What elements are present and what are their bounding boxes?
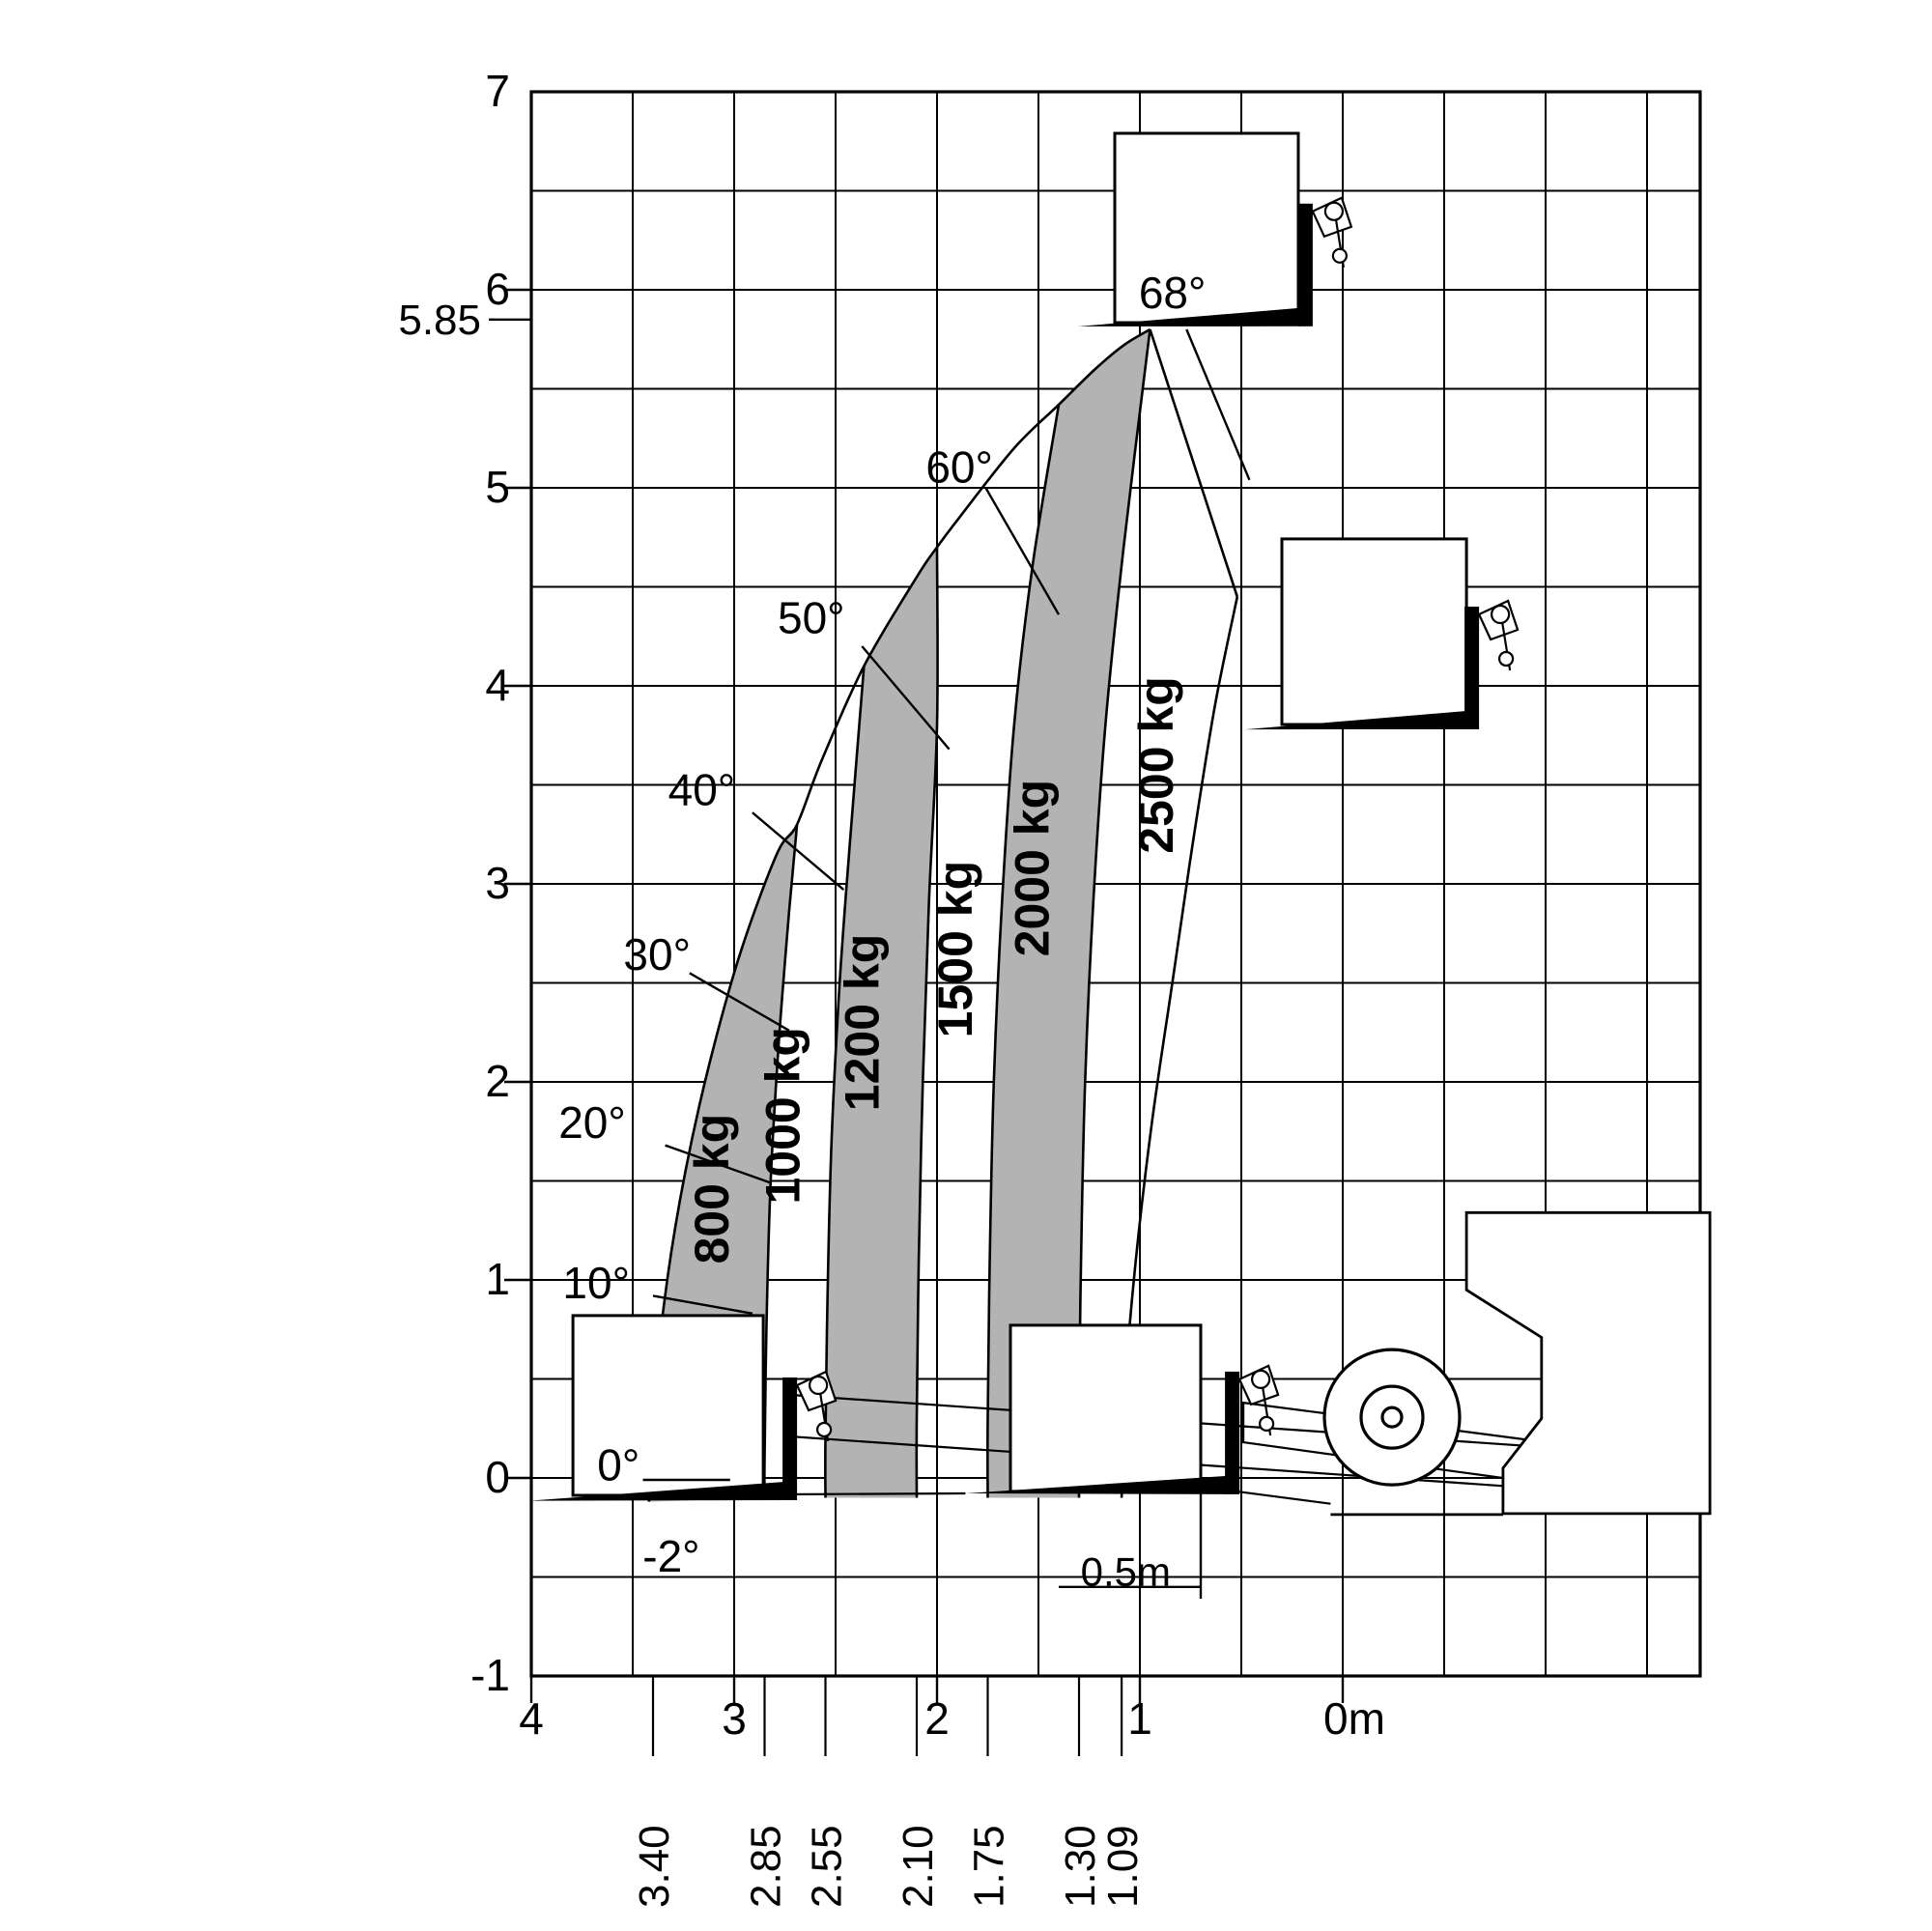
zone-label-group-2500: 2500 kg	[1129, 676, 1183, 853]
zone-label-1200: 1200 kg	[835, 934, 889, 1111]
angle-line-20	[665, 1144, 772, 1184]
x-axis-label-3: 3	[722, 1693, 747, 1744]
reach-marker-group: 1.75	[966, 1825, 1013, 1908]
zone-label-group-2000: 2000 kg	[1006, 780, 1060, 956]
fork-pivot-pin-icon	[815, 1421, 833, 1438]
zone-label-group-1500: 1500 kg	[928, 861, 982, 1037]
zone-label-2000: 2000 kg	[1006, 780, 1060, 956]
fork-pivot-pin-icon	[1250, 1369, 1271, 1390]
zone-label-800: 800 kg	[685, 1114, 739, 1264]
reach-marker-label: 1.09	[1099, 1825, 1147, 1908]
angle-label--2: -2°	[642, 1531, 699, 1581]
capacity-band-2000kg	[987, 329, 1151, 1498]
load-box	[1280, 537, 1468, 726]
ground-line-1	[1227, 1489, 1331, 1505]
y-axis-label-7: 7	[485, 66, 510, 116]
zone-label-group-800: 800 kg	[685, 1114, 739, 1264]
zone-boundary-curve-b210	[915, 547, 939, 1498]
angle-line-10	[652, 1294, 753, 1315]
chassis-outline-icon	[1464, 1210, 1712, 1516]
reach-marker-label: 2.10	[895, 1825, 942, 1908]
reach-marker-group: 2.55	[804, 1825, 851, 1908]
fork-carriage	[1297, 203, 1313, 327]
fork-assembly-mid-retracted	[1245, 537, 1520, 730]
zone-label-2500: 2500 kg	[1129, 676, 1183, 853]
fork-carriage	[1225, 1371, 1240, 1494]
retract-radial-line	[1149, 328, 1239, 598]
reach-marker-label: 1.75	[966, 1825, 1013, 1908]
wheel-icon-ring-2	[1380, 1406, 1404, 1429]
angle-line-40	[752, 811, 845, 892]
fork-pivot-pin-icon	[808, 1375, 829, 1396]
fork-blade-icon	[528, 1482, 785, 1501]
angle-label-20: 20°	[558, 1097, 626, 1148]
fork-pivot-pin-icon	[1331, 247, 1349, 264]
angle-line-68	[1185, 328, 1251, 481]
ground-line-0	[784, 1491, 966, 1496]
angle-label-60: 60°	[925, 442, 993, 493]
fork-assembly-top-extended	[1078, 131, 1353, 327]
outer-envelope-curve	[647, 327, 1151, 1502]
angle-line-60	[984, 487, 1061, 615]
fork-carriage	[782, 1377, 798, 1500]
angle-label-0: 0°	[597, 1440, 639, 1491]
x-axis-label-4: 4	[519, 1693, 544, 1744]
angle-label-10: 10°	[562, 1258, 630, 1308]
load-box	[571, 1314, 765, 1497]
zone-boundary-curve-b175	[986, 404, 1061, 1498]
reach-marker-label: 2.55	[804, 1825, 851, 1908]
reach-marker-label: 1.30	[1057, 1825, 1104, 1908]
angle-label-40: 40°	[668, 765, 736, 815]
angle-line-30	[689, 972, 790, 1032]
angle-label-68: 68°	[1139, 268, 1207, 318]
fork-pivot-pin-icon	[1497, 650, 1515, 667]
max-height-label: 5.85	[398, 297, 481, 344]
reach-marker-group: 3.40	[631, 1825, 678, 1908]
fork-assembly-ground-retracted	[966, 1323, 1280, 1494]
fork-blade-icon	[1245, 711, 1467, 730]
reach-marker-group: 1.30	[1057, 1825, 1104, 1908]
capacity-band-1200kg	[825, 547, 937, 1498]
reach-marker-group: 2.85	[743, 1825, 790, 1908]
fork-pivot-pin-icon	[1323, 201, 1345, 221]
fork-blade-icon	[1078, 307, 1300, 327]
angle-label-30: 30°	[623, 929, 691, 980]
zone-label-group-1000: 1000 kg	[755, 1027, 810, 1204]
reach-marker-label: 2.85	[743, 1825, 790, 1908]
load-centre-label: 0.5m	[1081, 1548, 1171, 1594]
x-axis-label-0: 0m	[1323, 1693, 1385, 1744]
fork-pivot-pin-icon	[1258, 1415, 1275, 1433]
load-box	[1009, 1323, 1203, 1493]
zone-label-1500: 1500 kg	[928, 861, 982, 1037]
y-axis-label--1: -1	[470, 1650, 510, 1700]
zone-boundary-curve-b255	[824, 666, 866, 1498]
fork-blade-icon	[966, 1475, 1228, 1494]
zone-label-1000: 1000 kg	[755, 1027, 810, 1204]
fork-carriage	[1464, 607, 1480, 729]
fork-assembly-ground-extended	[528, 1314, 838, 1501]
reach-marker-group: 1.09	[1099, 1825, 1147, 1908]
reach-marker-group: 2.10	[895, 1825, 942, 1908]
zone-label-group-1200: 1200 kg	[835, 934, 889, 1111]
fork-pivot-pin-icon	[1490, 604, 1511, 625]
angle-line-50	[861, 645, 951, 751]
x-axis-label-2: 2	[924, 1693, 950, 1744]
reach-marker-label: 3.40	[631, 1825, 678, 1908]
zone-boundary-curve-b285	[763, 824, 799, 1498]
x-axis-label-1: 1	[1127, 1693, 1152, 1744]
angle-label-50: 50°	[778, 592, 845, 642]
